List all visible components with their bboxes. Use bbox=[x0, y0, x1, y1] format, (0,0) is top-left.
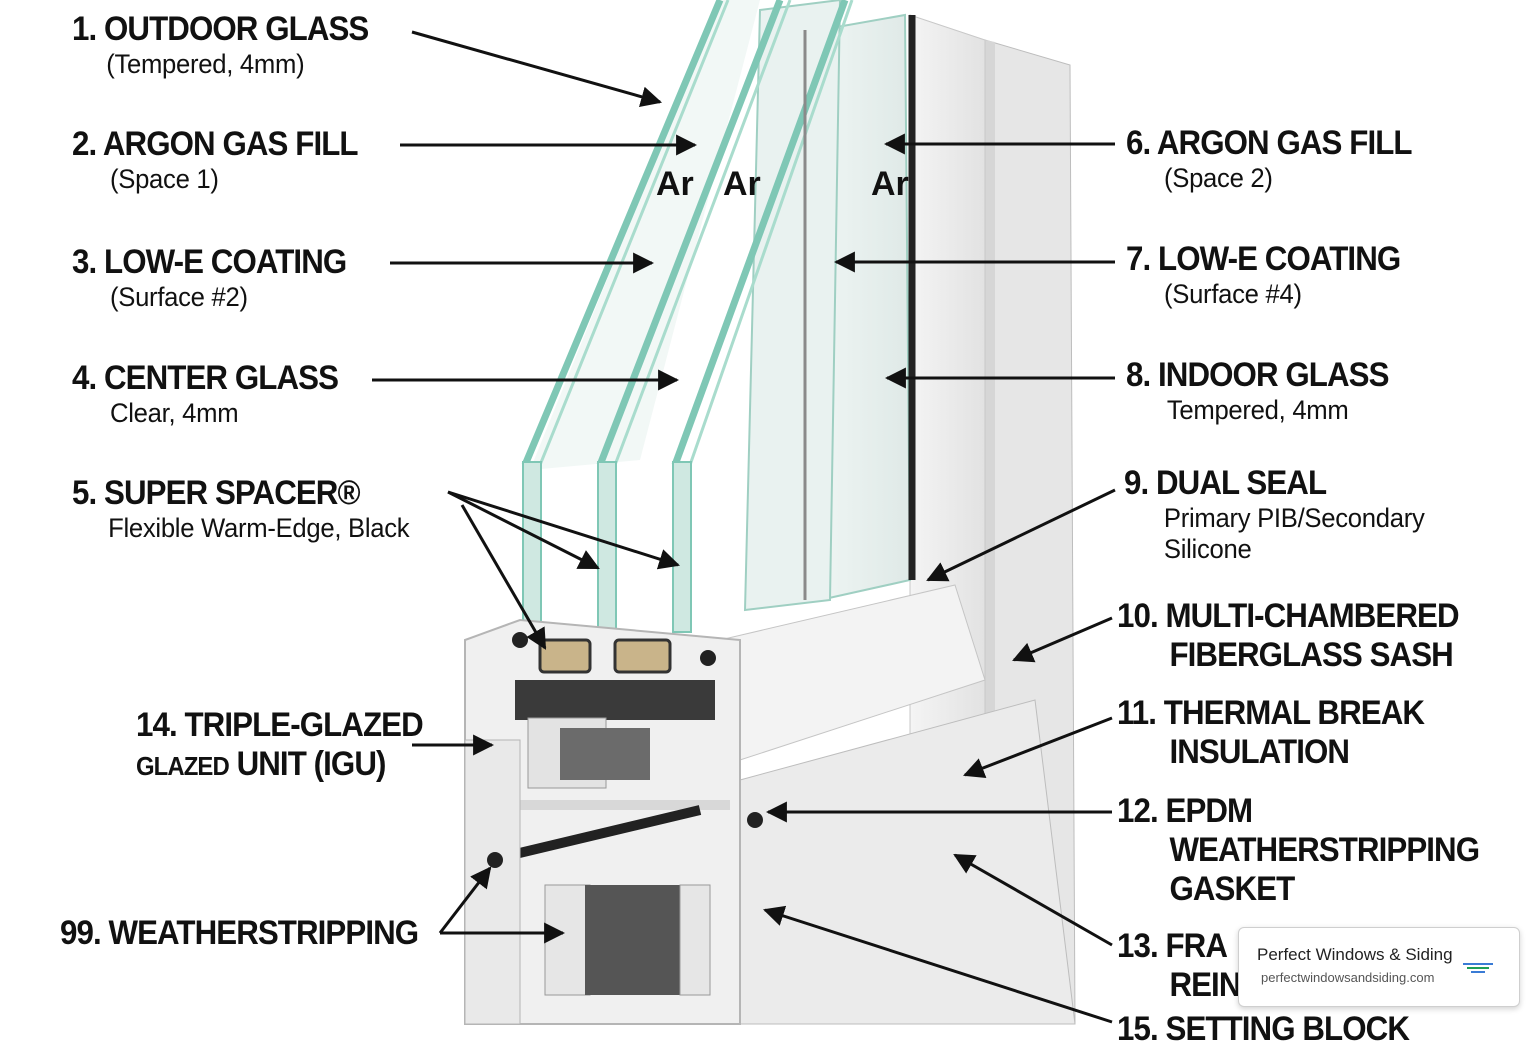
label-weatherstripping-line1: 99. WEATHERSTRIPPING bbox=[60, 914, 419, 952]
label-indoor-glass: 8. INDOOR GLASS Tempered, 4mm bbox=[1126, 356, 1411, 426]
label-thermal-break-line2: INSULATION bbox=[1169, 733, 1350, 772]
label-epdm-gasket-line1: 12. EPDM bbox=[1117, 792, 1253, 830]
label-outdoor-glass-sub: (Tempered, 4mm) bbox=[106, 49, 305, 80]
label-low-e-surface-4: 7. LOW-E COATING (Surface #4) bbox=[1126, 240, 1424, 310]
label-triple-glazed-unit-line2a: GLAZED bbox=[136, 751, 230, 782]
label-fiberglass-sash: 10. MULTI-CHAMBERED FIBERGLASS SASH bbox=[1117, 597, 1488, 675]
outer-frame bbox=[719, 14, 1076, 1025]
window-cross-section-diagram: Ar Ar Ar bbox=[372, 0, 1116, 1025]
brand-logo-icon bbox=[1463, 963, 1493, 973]
label-frame-reinforcement-line1: 13. FRA bbox=[1117, 927, 1228, 965]
arrow-spacer-to-glass-2 bbox=[447, 490, 681, 570]
arrow-frame-reinforcement bbox=[953, 853, 1113, 947]
arrow-thermal-break bbox=[963, 716, 1113, 778]
arrow-weatherstripping-upper bbox=[438, 866, 492, 934]
label-frame-reinforcement-line2: REIN bbox=[1169, 966, 1241, 1005]
arrow-fiberglass-sash bbox=[1012, 616, 1113, 663]
label-super-spacer-sub: Flexible Warm-Edge, Black bbox=[108, 513, 410, 544]
label-low-e-surface-2-sub: (Surface #2) bbox=[110, 282, 248, 313]
label-indoor-glass-title: 8. INDOOR GLASS bbox=[1126, 356, 1389, 394]
label-argon-gas-space-2: 6. ARGON GAS FILL (Space 2) bbox=[1126, 124, 1436, 194]
brand-badge[interactable]: Perfect Windows & Siding perfectwindowsa… bbox=[1238, 927, 1520, 1007]
label-epdm-gasket-line2: WEATHERSTRIPPING bbox=[1169, 831, 1480, 870]
label-thermal-break: 11. THERMAL BREAK INSULATION bbox=[1117, 694, 1451, 772]
brand-badge-url[interactable]: perfectwindowsandsiding.com bbox=[1261, 970, 1435, 985]
label-indoor-glass-sub: Tempered, 4mm bbox=[1166, 395, 1349, 426]
glass-panes bbox=[521, 0, 916, 633]
arrow-dual-seal bbox=[926, 488, 1116, 582]
label-fiberglass-sash-line1: 10. MULTI-CHAMBERED bbox=[1117, 597, 1460, 635]
label-argon-gas-space-1-title: 2. ARGON GAS FILL bbox=[72, 125, 359, 163]
label-low-e-surface-2: 3. LOW-E COATING (Surface #2) bbox=[72, 243, 370, 313]
label-dual-seal-sub2: Silicone bbox=[1163, 534, 1252, 565]
label-dual-seal: 9. DUAL SEAL Primary PIB/Secondary Silic… bbox=[1124, 464, 1440, 565]
label-center-glass-sub: Clear, 4mm bbox=[110, 398, 239, 429]
arrow-spacer-to-glass-1 bbox=[447, 490, 600, 570]
sash-profile bbox=[464, 618, 763, 1025]
label-epdm-gasket: 12. EPDM WEATHERSTRIPPING GASKET bbox=[1117, 792, 1511, 909]
label-weatherstripping: 99. WEATHERSTRIPPING bbox=[60, 914, 449, 953]
label-center-glass-title: 4. CENTER GLASS bbox=[72, 359, 339, 397]
label-fiberglass-sash-line2: FIBERGLASS SASH bbox=[1169, 636, 1453, 675]
label-dual-seal-sub1: Primary PIB/Secondary bbox=[1163, 503, 1425, 534]
label-argon-gas-space-2-sub: (Space 2) bbox=[1164, 163, 1273, 194]
label-triple-glazed-unit-line1: 14. TRIPLE-GLAZED bbox=[136, 706, 424, 744]
label-argon-gas-space-2-title: 6. ARGON GAS FILL bbox=[1126, 124, 1413, 162]
arrow-setting-block bbox=[763, 905, 1113, 1024]
label-center-glass: 4. CENTER GLASS Clear, 4mm bbox=[72, 359, 361, 429]
label-argon-gas-space-1: 2. ARGON GAS FILL (Space 1) bbox=[72, 125, 382, 195]
label-setting-block: 15. SETTING BLOCK bbox=[1117, 1010, 1434, 1048]
label-triple-glazed-unit-line2b: UNIT (IGU) bbox=[228, 745, 387, 784]
label-thermal-break-line1: 11. THERMAL BREAK bbox=[1117, 694, 1425, 732]
label-triple-glazed-unit: 14. TRIPLE-GLAZED GLAZED UNIT (IGU) bbox=[136, 706, 448, 784]
label-argon-gas-space-1-sub: (Space 1) bbox=[110, 164, 219, 195]
gas-mark-ar-1: Ar bbox=[656, 165, 694, 203]
label-outdoor-glass: 1. OUTDOOR GLASS (Tempered, 4mm) bbox=[72, 10, 394, 80]
label-low-e-surface-4-sub: (Surface #4) bbox=[1164, 279, 1302, 310]
label-frame-reinforcement: 13. FRA REIN bbox=[1117, 927, 1251, 1005]
label-setting-block-line1: 15. SETTING BLOCK bbox=[1117, 1010, 1410, 1048]
arrow-outdoor-glass bbox=[411, 30, 663, 107]
label-outdoor-glass-title: 1. OUTDOOR GLASS bbox=[72, 10, 369, 48]
label-low-e-surface-2-title: 3. LOW-E COATING bbox=[72, 243, 347, 281]
label-super-spacer-title: 5. SUPER SPACER® bbox=[72, 474, 361, 512]
gas-mark-ar-3: Ar bbox=[871, 165, 909, 203]
label-low-e-surface-4-title: 7. LOW-E COATING bbox=[1126, 240, 1401, 278]
label-super-spacer: 5. SUPER SPACER® Flexible Warm-Edge, Bla… bbox=[72, 474, 427, 544]
label-epdm-gasket-line3: GASKET bbox=[1169, 870, 1295, 909]
label-dual-seal-title: 9. DUAL SEAL bbox=[1124, 464, 1327, 502]
brand-badge-name: Perfect Windows & Siding bbox=[1257, 945, 1453, 964]
gas-mark-ar-2: Ar bbox=[723, 165, 761, 203]
arrow-spacer-to-block bbox=[460, 504, 547, 650]
